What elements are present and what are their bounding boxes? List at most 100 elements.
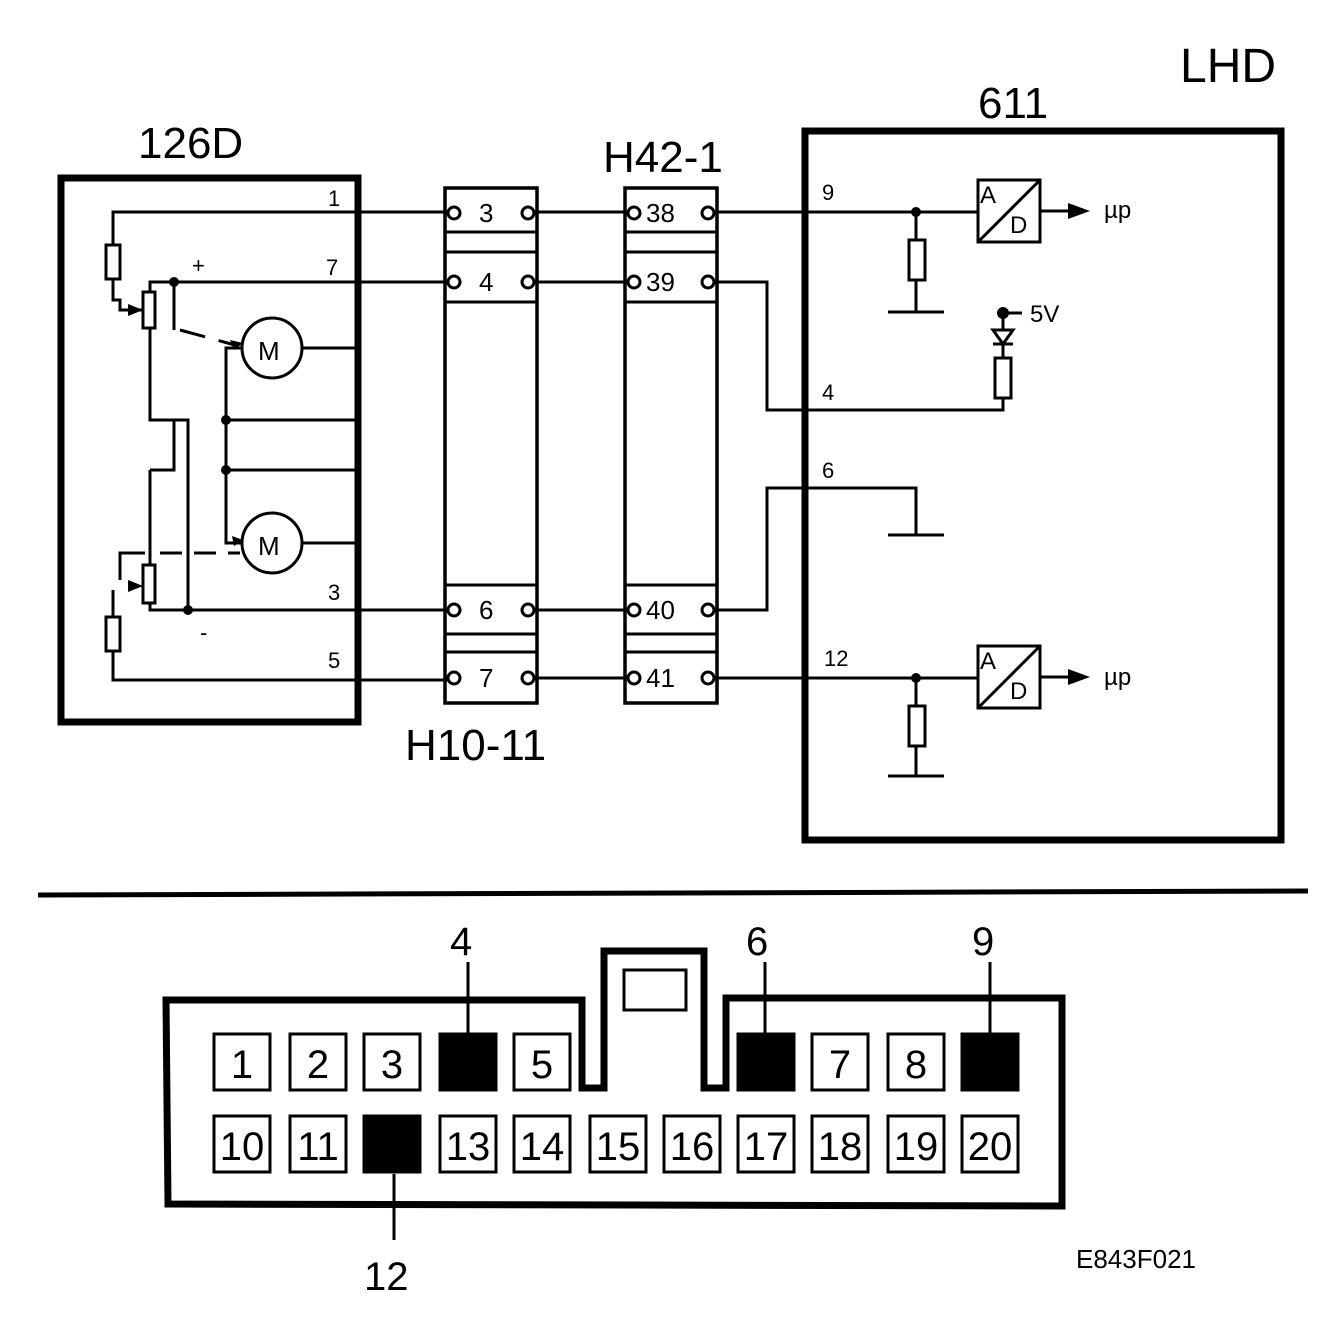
cavity-row2-0 (212, 1114, 272, 1174)
adc-top: A D µp (976, 178, 1131, 244)
h42-name: H42-1 (603, 133, 723, 182)
cavity-label: 13 (446, 1125, 491, 1169)
cavity-label: 19 (894, 1125, 939, 1169)
connector-h42-1: H42-1 38 39 40 41 (603, 133, 723, 705)
cavity-row2-5 (588, 1114, 648, 1174)
ecu-pin-4: 4 (822, 380, 834, 405)
cavity-label: 3 (381, 1043, 403, 1087)
cavity-label: 17 (744, 1125, 789, 1169)
motor-1-label: M (258, 336, 280, 366)
sensor-internal-wiring: M M (104, 210, 358, 682)
plus-sign: + (192, 253, 205, 278)
svg-text:4: 4 (479, 267, 493, 297)
h42-terminal-39: 39 (626, 267, 716, 297)
cavity-label: 10 (220, 1125, 265, 1169)
cavity-row1-0 (212, 1032, 272, 1092)
h10-name: H10-11 (405, 721, 546, 770)
cavity-row2-6 (662, 1114, 722, 1174)
h10-terminal-3: 3 (446, 198, 536, 228)
cavity-label: 2 (307, 1043, 329, 1087)
h10-terminal-7: 7 (446, 663, 536, 693)
cavity-label: 7 (829, 1043, 851, 1087)
ecu-input-12 (805, 673, 978, 778)
adc-top-output: µp (1104, 197, 1131, 224)
ecu-611: 611 9 4 6 12 A D µp 5V (801, 79, 1285, 844)
supply-label: 5V (1030, 301, 1059, 328)
cavity-row2-2-used (362, 1114, 422, 1174)
sensor-pin-7: 7 (326, 255, 338, 280)
callout-12: 12 (364, 1255, 409, 1299)
cavity-row1-5-used (736, 1032, 796, 1092)
svg-text:41: 41 (646, 663, 675, 693)
motor-2-label: M (258, 531, 280, 561)
cavity-row2-9 (886, 1114, 946, 1174)
sensor-pin-1: 1 (328, 186, 340, 211)
svg-text:A: A (980, 648, 996, 675)
sensor-126d: 126D 1 7 3 5 + - M M (57, 119, 362, 726)
ecu-input-9 (805, 207, 978, 314)
ecu-pin-9: 9 (822, 180, 834, 205)
cavity-row2-1 (288, 1114, 348, 1174)
sensor-pin-5: 5 (328, 648, 340, 673)
svg-text:A: A (980, 182, 996, 209)
ecu-pin-6: 6 (822, 458, 834, 483)
svg-text:40: 40 (646, 595, 675, 625)
latch (622, 968, 688, 1012)
cavity-row2-3 (438, 1114, 498, 1174)
cavity-label: 15 (596, 1125, 641, 1169)
cavity-label: 18 (818, 1125, 863, 1169)
cavity-label: 14 (520, 1125, 565, 1169)
connector-h10-11: 3 4 6 7 H10-11 (405, 186, 546, 770)
h42-terminal-38: 38 (626, 198, 716, 228)
cavity-row1-3-used (438, 1032, 498, 1092)
ecu-input-6 (805, 486, 944, 537)
harness-wires (358, 210, 805, 682)
cavity-row1-8-used (960, 1032, 1020, 1092)
cavity-label: 11 (297, 1125, 339, 1169)
adc-bottom-output: µp (1104, 664, 1131, 691)
cavity-row1-4 (512, 1032, 572, 1092)
cavity-row1-1 (288, 1032, 348, 1092)
ecu-box (801, 127, 1285, 844)
sensor-name: 126D (138, 119, 243, 168)
h10-terminal-6: 6 (446, 595, 536, 625)
svg-text:6: 6 (479, 595, 493, 625)
svg-text:3: 3 (479, 198, 493, 228)
svg-text:D: D (1010, 212, 1027, 239)
cavity-label: 1 (231, 1043, 253, 1087)
cavity-row2-4 (512, 1114, 572, 1174)
cavity-row1-2 (362, 1032, 422, 1092)
ecu-name: 611 (978, 79, 1048, 128)
cavity-row2-8 (810, 1114, 870, 1174)
h10-terminal-4: 4 (446, 267, 536, 297)
cavity-label: 20 (968, 1125, 1013, 1169)
sensor-box (57, 174, 362, 726)
cavity-row1-7 (886, 1032, 946, 1092)
callout-9: 9 (972, 920, 994, 964)
callout-4: 4 (450, 920, 472, 964)
ecu-input-4: 5V (805, 301, 1059, 412)
svg-text:7: 7 (479, 663, 493, 693)
svg-text:D: D (1010, 678, 1027, 705)
h42-terminal-40: 40 (626, 595, 716, 625)
sensor-pin-3: 3 (328, 580, 340, 605)
minus-sign: - (200, 620, 207, 645)
adc-bottom: A D µp (976, 644, 1131, 710)
svg-text:39: 39 (646, 267, 675, 297)
h42-terminal-41: 41 (626, 663, 716, 693)
h10-body (443, 186, 539, 705)
cavity-row1-6 (810, 1032, 870, 1092)
drive-label: LHD (1180, 40, 1276, 93)
h42-body (623, 186, 719, 705)
callout-6: 6 (746, 920, 768, 964)
cavity-label: 5 (531, 1043, 553, 1087)
cavity-row2-10 (960, 1114, 1020, 1174)
section-divider (37, 888, 1309, 898)
connector-outline (162, 947, 1066, 1210)
cavity-label: 16 (670, 1125, 715, 1169)
ecu-pin-12: 12 (824, 646, 848, 671)
figure-code: E843F021 (1076, 1244, 1196, 1274)
